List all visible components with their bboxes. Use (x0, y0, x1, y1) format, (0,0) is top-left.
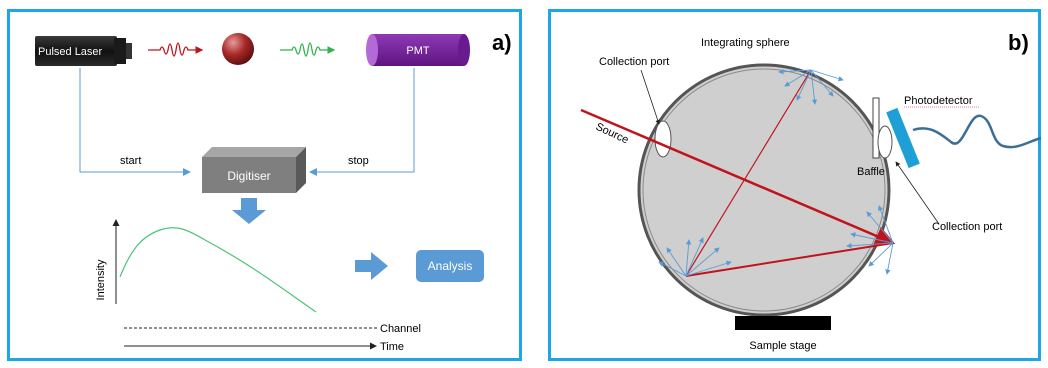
digitiser-label: Digitiser (227, 169, 270, 183)
reflected-beam-1 (685, 242, 894, 277)
photodetector (886, 107, 920, 169)
digitiser-box: Digitiser (202, 147, 306, 193)
excitation-pulse-icon (148, 42, 204, 57)
stop-label: stop (348, 155, 369, 167)
down-arrow-icon (232, 198, 266, 224)
pulsed-laser-label: Pulsed Laser (38, 46, 103, 58)
reflected-beam-2 (685, 69, 812, 277)
stop-signal-line (309, 68, 415, 176)
integrating-sphere (637, 63, 891, 317)
time-label: Time (380, 341, 404, 353)
scatter-arrows-right (846, 205, 894, 275)
sample-stage-label: Sample stage (749, 340, 816, 352)
decay-curve (119, 227, 317, 313)
source-beam (580, 108, 896, 246)
intensity-label: Intensity (95, 259, 107, 300)
decay-plot: Intensity Channel Time (95, 219, 421, 353)
start-signal-line (79, 68, 191, 176)
pulsed-laser: Pulsed Laser (35, 36, 132, 66)
pmt-detector: PMT (366, 34, 470, 66)
sample-sphere-icon (222, 33, 254, 65)
collection-port-right (877, 125, 893, 159)
scatter-arrows-top (778, 69, 844, 105)
scatter-arrows-bottom-left (658, 237, 732, 277)
analysis-label: Analysis (428, 259, 473, 273)
panel-b: Sample stage Collection port Integrating… (548, 9, 1042, 361)
pmt-label: PMT (406, 45, 430, 57)
baffle-label: Baffle (857, 166, 885, 178)
panel-a: Pulsed Laser PMT a) start stop Digitiser (7, 9, 522, 361)
tcspc-diagram: Pulsed Laser PMT a) start stop Digitiser (35, 30, 512, 353)
sample-stage (735, 316, 831, 330)
source-label: Source (594, 121, 631, 147)
detector-cable (912, 114, 1042, 149)
integrating-sphere-label: Integrating sphere (701, 37, 790, 49)
panel-b-label: b) (1008, 30, 1029, 55)
right-arrow-icon (355, 252, 388, 280)
collection-port-left (654, 120, 672, 158)
start-label: start (120, 155, 141, 167)
channel-label: Channel (380, 323, 421, 335)
collection-port-right-label: Collection port (932, 221, 1002, 233)
photodetector-label: Photodetector (904, 95, 973, 107)
collection-port-left-label: Collection port (599, 56, 669, 68)
integrating-sphere-diagram: Sample stage Collection port Integrating… (580, 30, 1042, 352)
baffle (872, 97, 880, 159)
analysis-box: Analysis (416, 250, 484, 282)
panel-a-label: a) (492, 30, 512, 55)
emission-pulse-icon (280, 42, 336, 57)
